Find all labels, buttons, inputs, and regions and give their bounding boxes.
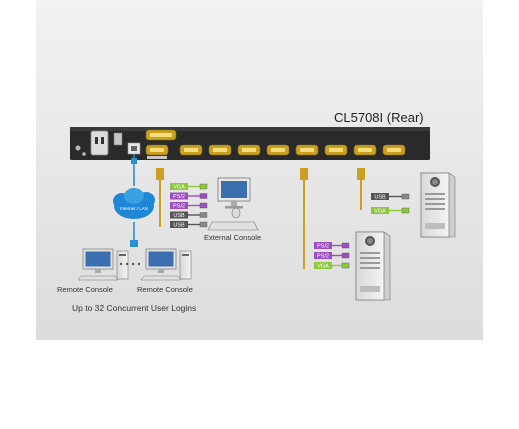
power-switch	[113, 132, 123, 146]
kvm-port	[353, 144, 377, 156]
cable-tag: PS/2	[314, 252, 350, 260]
concurrent-logins-note: Up to 32 Concurrent User Logins	[72, 303, 197, 313]
cable-tag: USB	[371, 193, 410, 201]
cable-tag: VGA	[371, 207, 410, 215]
cloud-label: Internet / LAN	[120, 206, 148, 211]
remote-console-label: Remote Console	[57, 285, 113, 294]
remote-console-pc-icon	[140, 248, 192, 281]
remote-console-pc-icon	[77, 248, 129, 281]
cable-tag: VGA	[314, 262, 350, 270]
serial-connector	[145, 129, 177, 141]
cable-tag-label: USB	[173, 213, 185, 219]
keyboard-icon	[207, 221, 259, 231]
network-link	[130, 154, 138, 247]
kvm-port	[237, 144, 261, 156]
remote-console-label: Remote Console	[137, 285, 193, 294]
power-socket	[90, 130, 109, 156]
kvm-port	[382, 144, 406, 156]
kvm-port-row	[179, 144, 406, 156]
monitor-icon	[217, 177, 251, 209]
external-console-label: External Console	[204, 233, 262, 242]
server-tower-icon	[355, 231, 391, 301]
kvm-port	[266, 144, 290, 156]
cable-tag-label: VGA	[374, 209, 386, 215]
background-band	[36, 0, 483, 340]
ellipsis-dots	[119, 262, 141, 266]
console-port	[145, 144, 169, 159]
cable-tag-label: VGA	[317, 264, 329, 270]
console-cable	[156, 168, 164, 227]
server-tower-icon	[420, 172, 456, 238]
cable-tag-label: USB	[374, 195, 386, 201]
ps2-cable	[300, 168, 308, 269]
cable-tag: PS/2	[314, 242, 350, 250]
cable-tag: USB	[170, 211, 208, 219]
kvm-port	[179, 144, 203, 156]
kvm-switch-rear	[70, 127, 430, 160]
cable-tag: VGA	[170, 183, 208, 191]
ground-screw	[75, 145, 81, 151]
device-title: CL5708I (Rear)	[334, 110, 424, 125]
usb-cable	[357, 168, 365, 210]
cable-tag: PS/2	[170, 192, 208, 200]
cable-tag-label: PS/2	[173, 204, 185, 210]
cable-tag: USB	[170, 221, 208, 229]
cable-tag: PS/2	[170, 202, 208, 210]
cable-tag-label: PS/2	[317, 244, 329, 250]
mouse-icon	[231, 207, 241, 219]
cable-tag-label: VGA	[173, 185, 185, 191]
kvm-port	[324, 144, 348, 156]
kvm-port	[295, 144, 319, 156]
kvm-port	[208, 144, 232, 156]
internet-cloud-icon	[113, 188, 155, 219]
cable-tag-label: PS/2	[317, 254, 329, 260]
server-usb-cables: USB VGA	[371, 193, 410, 215]
cable-tag-label: USB	[173, 223, 185, 229]
cable-tag-label: PS/2	[173, 194, 185, 200]
